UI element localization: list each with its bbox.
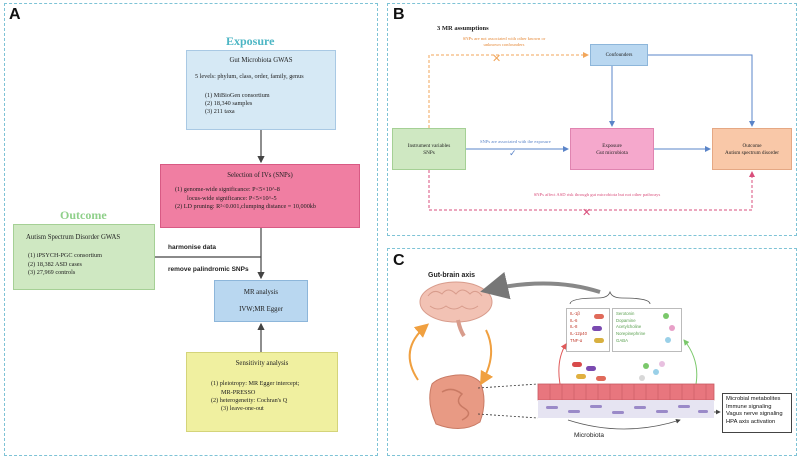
neuro-item: Acetylcholine (616, 324, 642, 330)
epithelium (537, 383, 715, 418)
cross-mark: ✕ (492, 53, 501, 65)
panel-c (387, 248, 797, 456)
dashed-iv-to-outcome (428, 170, 755, 211)
microbiota-label: Microbiota (574, 432, 604, 439)
cytokine-item: IL-8 (570, 324, 578, 330)
selection-title: Selection of IVs (SNPs) (227, 172, 293, 179)
confounders-note: SNPs are not associated with other known… (462, 36, 546, 47)
exposure-box: Exposure Gut microbiota (570, 128, 654, 170)
brace (569, 290, 651, 305)
sensitivity-item: MR-PRESSO (221, 388, 256, 396)
check-mark: ✓ (509, 149, 517, 159)
remove-palindromic-label: remove palindromic SNPs (168, 266, 249, 273)
harmonise-label: harmonise data (168, 244, 217, 251)
instrument-variables-box: Instrument variables SNPs (392, 128, 466, 170)
selection-item: (1) genome-wide significance: P<5×10^-8 (175, 186, 280, 194)
mr-title: MR analysis (243, 289, 279, 296)
cytokine-item: IL-12p40 (570, 330, 587, 336)
cytokine-item: IL-1β (570, 311, 580, 316)
arrow-green-up (683, 339, 698, 385)
mechanism-item: HPA axis activation (726, 418, 776, 425)
asd-gwas-item: (1) iPSYCH-PGC consortium (28, 252, 102, 260)
mechanism-item: Microbial metabolites (726, 396, 781, 402)
cross-mark-red: ✕ (582, 207, 591, 219)
asd-gwas-title: Autism Spectrum Disorder GWAS (26, 234, 121, 241)
arrow-gut-to-brain (408, 323, 430, 381)
confounders-box: Confounders (590, 44, 648, 66)
selection-item: locus-wide significance: P<5×10^-5 (187, 194, 277, 202)
gut-gwas-item: (2) 18,340 samples (205, 99, 253, 107)
molecule-cluster (572, 313, 675, 381)
neuro-item: Dopamine (616, 317, 636, 323)
sensitivity-analysis-box: Sensitivity analysis (1) pleiotropy: MR … (186, 352, 338, 432)
sensitivity-item: (1) pleiotropy: MR Egger intercept; (211, 380, 300, 388)
exposure-sublabel: Gut microbiota (596, 150, 628, 157)
sensitivity-title: Sensitivity analysis (235, 360, 289, 367)
gut-gwas-title: Gut Microbiota GWAS (229, 57, 293, 64)
mechanism-item: Immune signaling (726, 403, 772, 410)
mr-assumptions-title: 3 MR assumptions (437, 25, 489, 32)
panel-b-label: B (393, 6, 405, 23)
intestine-icon (429, 374, 485, 429)
exposure-label: Exposure (602, 143, 622, 149)
panel-a (4, 3, 378, 456)
gut-brain-axis-label: Gut-brain axis (428, 272, 476, 279)
cytokine-item: TNF-α (570, 337, 583, 343)
arrow-red-up (558, 343, 567, 385)
dashed-iv-to-confounders (428, 52, 589, 128)
panel-b (387, 3, 797, 236)
panel-a-label: A (9, 6, 21, 23)
asd-gwas-box: Autism Spectrum Disorder GWAS (1) iPSYCH… (13, 224, 155, 290)
neuro-item: Serotonin (616, 311, 635, 316)
sensitivity-item: (3) leave-one-out (221, 405, 264, 413)
zoom-line-top (477, 383, 539, 389)
neuro-item: GABA (616, 337, 628, 343)
gut-gwas-item: (3) 211 taxa (205, 108, 235, 116)
arrow-brain-to-gut (480, 329, 494, 386)
mechanisms-box: Microbial metabolites Immune signaling V… (722, 393, 792, 433)
gut-gwas-levels: 5 levels: phylum, class, order, family, … (195, 73, 304, 81)
neuro-item: Norepinephrine (616, 330, 646, 336)
outcome-sublabel: Autism spectrum disorder (725, 150, 779, 157)
gut-microbiota-gwas-box: Gut Microbiota GWAS 5 levels: phylum, cl… (186, 50, 336, 130)
confounders-label: Confounders (605, 52, 633, 58)
outcome-title: Outcome (60, 208, 107, 222)
outcome-label: Outcome (742, 143, 762, 149)
brain-icon (419, 281, 493, 338)
pathway-note: SNPs affect ASD risk through gut microbi… (533, 192, 661, 197)
arrow-confounders-to-outcome (648, 54, 755, 127)
gut-gwas-item: (1) MiBioGen consortium (205, 91, 270, 99)
arrow-to-brain (480, 271, 601, 300)
iv-exposure-note: SNPs are associated with the exposure (480, 139, 551, 144)
exposure-title: Exposure (226, 34, 275, 48)
mechanism-item: Vagus nerve signaling (726, 411, 783, 418)
iv-sublabel: SNPs (423, 150, 435, 157)
panel-c-label: C (393, 252, 405, 269)
mr-methods: IVW;MR Egger (239, 306, 283, 314)
cytokine-item: IL-6 (570, 317, 578, 323)
asd-gwas-item: (2) 18,382 ASD cases (28, 260, 82, 268)
mr-analysis-box: MR analysis IVW;MR Egger (214, 280, 308, 322)
selection-item: (2) LD pruning: R²<0.001,clumping distan… (175, 202, 316, 210)
microbiota-arrow (567, 418, 681, 430)
asd-gwas-item: (3) 27,969 controls (28, 268, 76, 276)
selection-ivs-box: Selection of IVs (SNPs) (1) genome-wide … (160, 164, 360, 228)
outcome-box: Outcome Autism spectrum disorder (712, 128, 792, 170)
iv-label: Instrument variables (407, 143, 451, 149)
zoom-line-bottom (477, 413, 539, 419)
sensitivity-item: (2) heterogeneity: Cochran's Q (211, 396, 288, 404)
